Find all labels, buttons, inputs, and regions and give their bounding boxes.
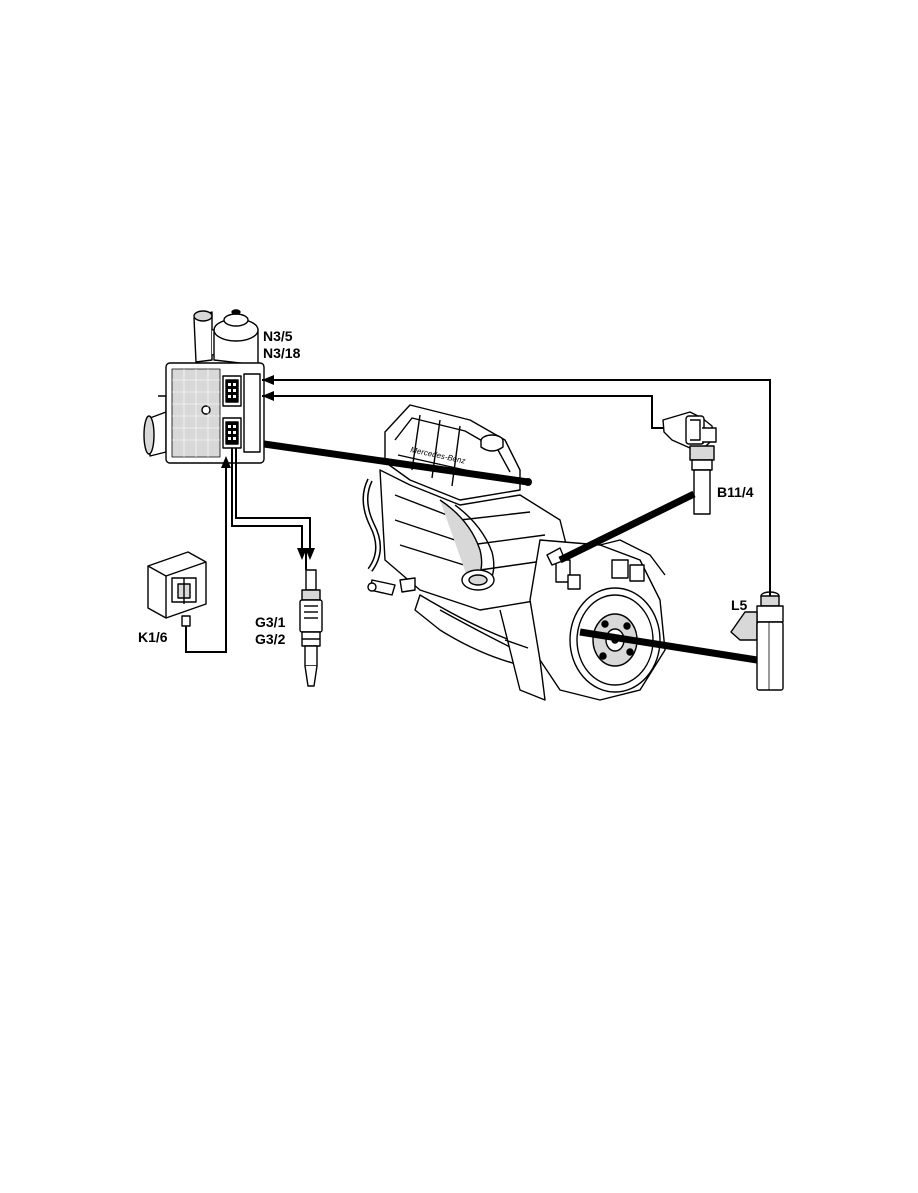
k1-relay <box>147 551 207 627</box>
leader-dots <box>524 478 532 486</box>
wiring-lines <box>185 379 771 653</box>
arrowheads <box>221 375 315 560</box>
label-k1-6: K1/6 <box>138 629 168 645</box>
label-b11-4: B11/4 <box>717 484 754 500</box>
control-module-texture <box>172 369 220 457</box>
label-g3-1: G3/1 <box>255 614 286 630</box>
label-g3-2: G3/2 <box>255 631 286 647</box>
label-l5: L5 <box>731 597 748 613</box>
label-n3-5: N3/5 <box>263 328 293 344</box>
l5-sensor <box>730 591 784 691</box>
g3-sensor <box>299 569 323 687</box>
b11-sensor <box>662 411 717 515</box>
leader-lines <box>263 440 758 664</box>
connector-pins <box>228 383 236 440</box>
label-n3-18: N3/18 <box>263 345 301 361</box>
